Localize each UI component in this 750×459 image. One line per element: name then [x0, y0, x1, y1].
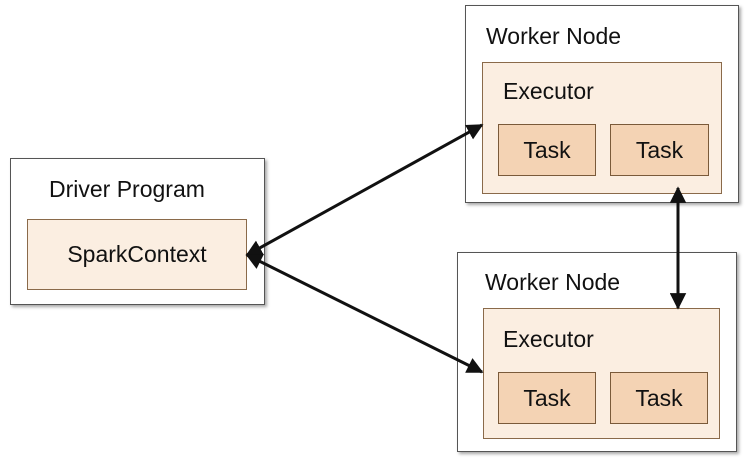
worker-2-task-1: Task — [498, 372, 596, 424]
driver-program-title: Driver Program — [49, 176, 205, 202]
worker-node-1-title: Worker Node — [486, 23, 622, 49]
worker-2-task-2: Task — [610, 372, 708, 424]
driver-program-box: Driver Program SparkContext — [10, 158, 265, 305]
worker-1-task-2: Task — [610, 124, 709, 176]
spark-context-box: SparkContext — [27, 219, 247, 290]
spark-context-label: SparkContext — [67, 241, 207, 267]
worker-node-2-box: Worker Node Executor Task Task — [457, 252, 737, 452]
worker-node-2-title: Worker Node — [485, 269, 621, 295]
executor-1-box: Executor Task Task — [482, 62, 722, 194]
driver-worker2-arrow — [245, 253, 484, 374]
worker-1-task-1: Task — [498, 124, 596, 176]
executor-2-label: Executor — [503, 326, 594, 352]
executor-1-label: Executor — [503, 78, 594, 104]
driver-worker1-arrow — [245, 123, 484, 257]
worker-node-1-box: Worker Node Executor Task Task — [465, 5, 739, 203]
executor-2-box: Executor Task Task — [483, 308, 720, 439]
